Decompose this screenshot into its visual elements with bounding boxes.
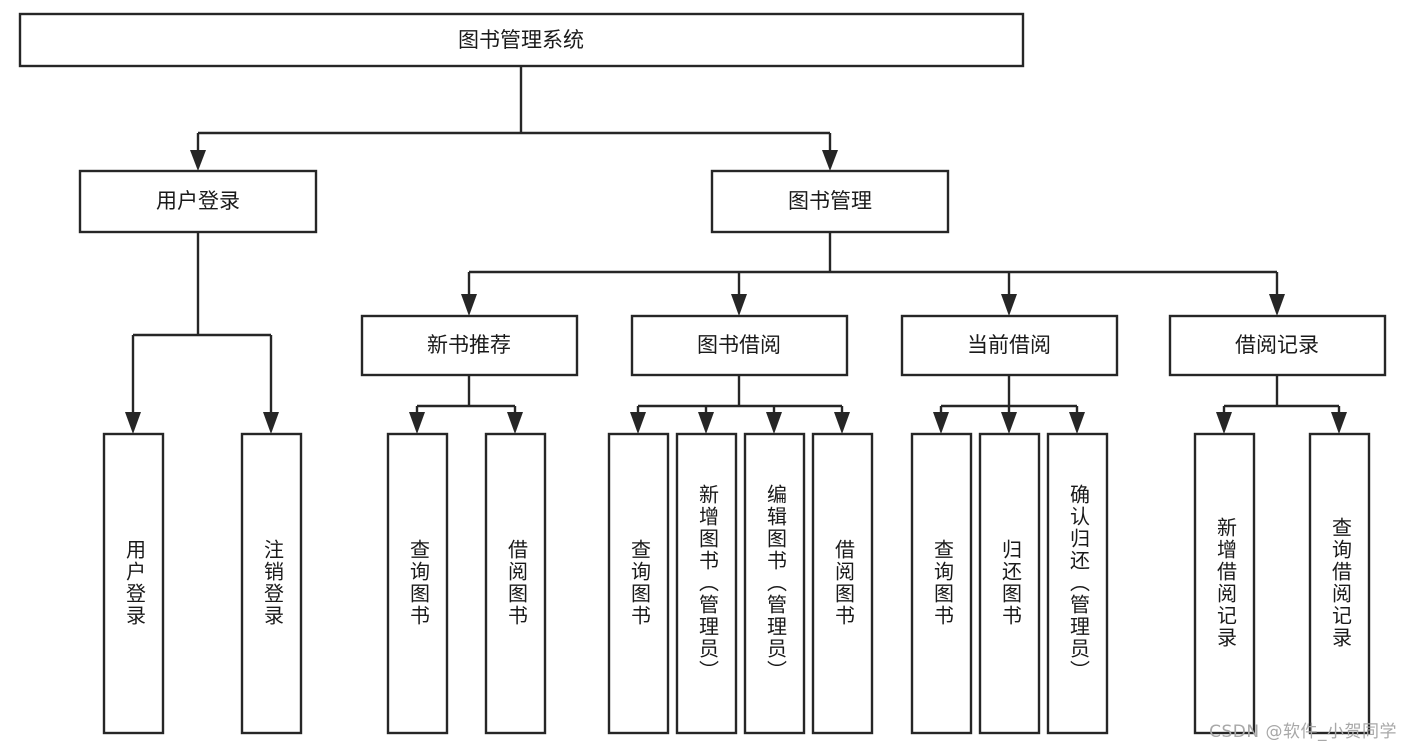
node-new-book-recommend[interactable]: 新书推荐 [360,314,579,377]
node-book-borrow[interactable]: 图书借阅 [630,314,849,377]
leaf-new-book-borrow[interactable]: 借阅图书 [484,432,547,735]
node-box-leaf-new-book-query[interactable] [386,432,449,735]
leaf-current-borrow-query[interactable]: 查询图书 [910,432,973,735]
node-box-leaf-current-borrow-query[interactable] [910,432,973,735]
arrow-root-to-book-manage [822,150,838,171]
node-label-leaf-user-login-login: 用户登录 [123,539,147,627]
leaf-borrow-record-query[interactable]: 查询借阅记录 [1308,432,1371,735]
node-box-leaf-borrow-record-query[interactable] [1308,432,1371,735]
node-label-new-book-recommend: 新书推荐 [427,333,511,357]
leaf-user-login-logout[interactable]: 注销登录 [240,432,303,735]
arrow-book-borrow-leaf-4 [834,412,850,434]
node-label-leaf-book-borrow-edit: 编辑图书（管理员） [764,484,788,682]
node-box-leaf-current-borrow-return[interactable] [978,432,1041,735]
node-label-leaf-borrow-record-add: 新增借阅记录 [1214,517,1238,649]
node-label-current-borrow: 当前借阅 [967,333,1051,357]
leaf-book-borrow-borrow[interactable]: 借阅图书 [811,432,874,735]
csdn-watermark: CSDN @软件_小贺同学 [1209,722,1397,742]
node-box-new-book-recommend[interactable] [360,314,579,377]
node-box-leaf-book-borrow-add[interactable] [675,432,738,735]
node-label-leaf-user-login-logout: 注销登录 [261,539,285,627]
leaf-book-borrow-edit[interactable]: 编辑图书（管理员） [743,432,806,735]
leaf-current-borrow-confirm-return[interactable]: 确认归还（管理员） [1046,432,1109,735]
arrow-book-borrow-leaf-1 [630,412,646,434]
node-label-leaf-book-borrow-query: 查询图书 [628,539,652,627]
connector-layer [125,66,1347,434]
node-box-leaf-book-borrow-borrow[interactable] [811,432,874,735]
leaf-borrow-record-add[interactable]: 新增借阅记录 [1193,432,1256,735]
node-box-leaf-user-login-logout[interactable] [240,432,303,735]
node-label-leaf-borrow-record-query: 查询借阅记录 [1329,517,1353,649]
node-box-leaf-book-borrow-query[interactable] [607,432,670,735]
node-box-current-borrow[interactable] [900,314,1119,377]
arrow-to-book-borrow [731,294,747,316]
node-box-user-login[interactable] [78,169,318,234]
node-box-book-borrow[interactable] [630,314,849,377]
arrow-current-borrow-leaf-2 [1001,412,1017,434]
leaf-book-borrow-add[interactable]: 新增图书（管理员） [675,432,738,735]
node-box-leaf-borrow-record-add[interactable] [1193,432,1256,735]
arrow-borrow-record-leaf-2 [1331,412,1347,434]
node-box-root[interactable] [18,12,1025,68]
arrow-book-borrow-leaf-3 [766,412,782,434]
arrow-book-borrow-leaf-2 [698,412,714,434]
arrow-user-login-leaf-1 [125,412,141,434]
arrow-borrow-record-leaf-1 [1216,412,1232,434]
node-user-login[interactable]: 用户登录 [78,169,318,234]
arrow-user-login-leaf-2 [263,412,279,434]
node-label-leaf-new-book-query: 查询图书 [407,539,431,627]
node-label-user-login: 用户登录 [156,189,240,213]
node-label-leaf-book-borrow-borrow: 借阅图书 [832,539,856,627]
leaf-book-borrow-query[interactable]: 查询图书 [607,432,670,735]
node-label-leaf-book-borrow-add: 新增图书（管理员） [696,484,720,682]
node-label-leaf-current-borrow-return: 归还图书 [999,539,1023,627]
node-label-leaf-current-borrow-confirm-return: 确认归还（管理员） [1067,484,1091,682]
node-label-book-management: 图书管理 [788,189,872,213]
arrow-to-borrow-record [1269,294,1285,316]
arrow-root-to-user-login [190,150,206,171]
arrow-new-book-leaf-2 [507,412,523,434]
node-box-leaf-user-login-login[interactable] [102,432,165,735]
leaf-current-borrow-return[interactable]: 归还图书 [978,432,1041,735]
leaf-new-book-query[interactable]: 查询图书 [386,432,449,735]
node-book-management[interactable]: 图书管理 [710,169,950,234]
node-borrow-record[interactable]: 借阅记录 [1168,314,1387,377]
node-box-leaf-book-borrow-edit[interactable] [743,432,806,735]
node-current-borrow[interactable]: 当前借阅 [900,314,1119,377]
node-label-root: 图书管理系统 [458,28,584,52]
arrow-current-borrow-leaf-3 [1069,412,1085,434]
node-label-borrow-record: 借阅记录 [1235,333,1319,357]
leaf-user-login-login[interactable]: 用户登录 [102,432,165,735]
node-box-leaf-new-book-borrow[interactable] [484,432,547,735]
arrow-to-current-borrow [1001,294,1017,316]
node-label-book-borrow: 图书借阅 [697,333,781,357]
node-box-leaf-current-borrow-confirm-return[interactable] [1046,432,1109,735]
arrow-to-new-book-recommend [461,294,477,316]
arrow-new-book-leaf-1 [409,412,425,434]
node-root-book-management-system[interactable]: 图书管理系统 [18,12,1025,68]
node-label-leaf-new-book-borrow: 借阅图书 [505,539,529,627]
node-label-leaf-current-borrow-query: 查询图书 [931,539,955,627]
node-box-book-management[interactable] [710,169,950,234]
arrow-current-borrow-leaf-1 [933,412,949,434]
node-box-borrow-record[interactable] [1168,314,1387,377]
